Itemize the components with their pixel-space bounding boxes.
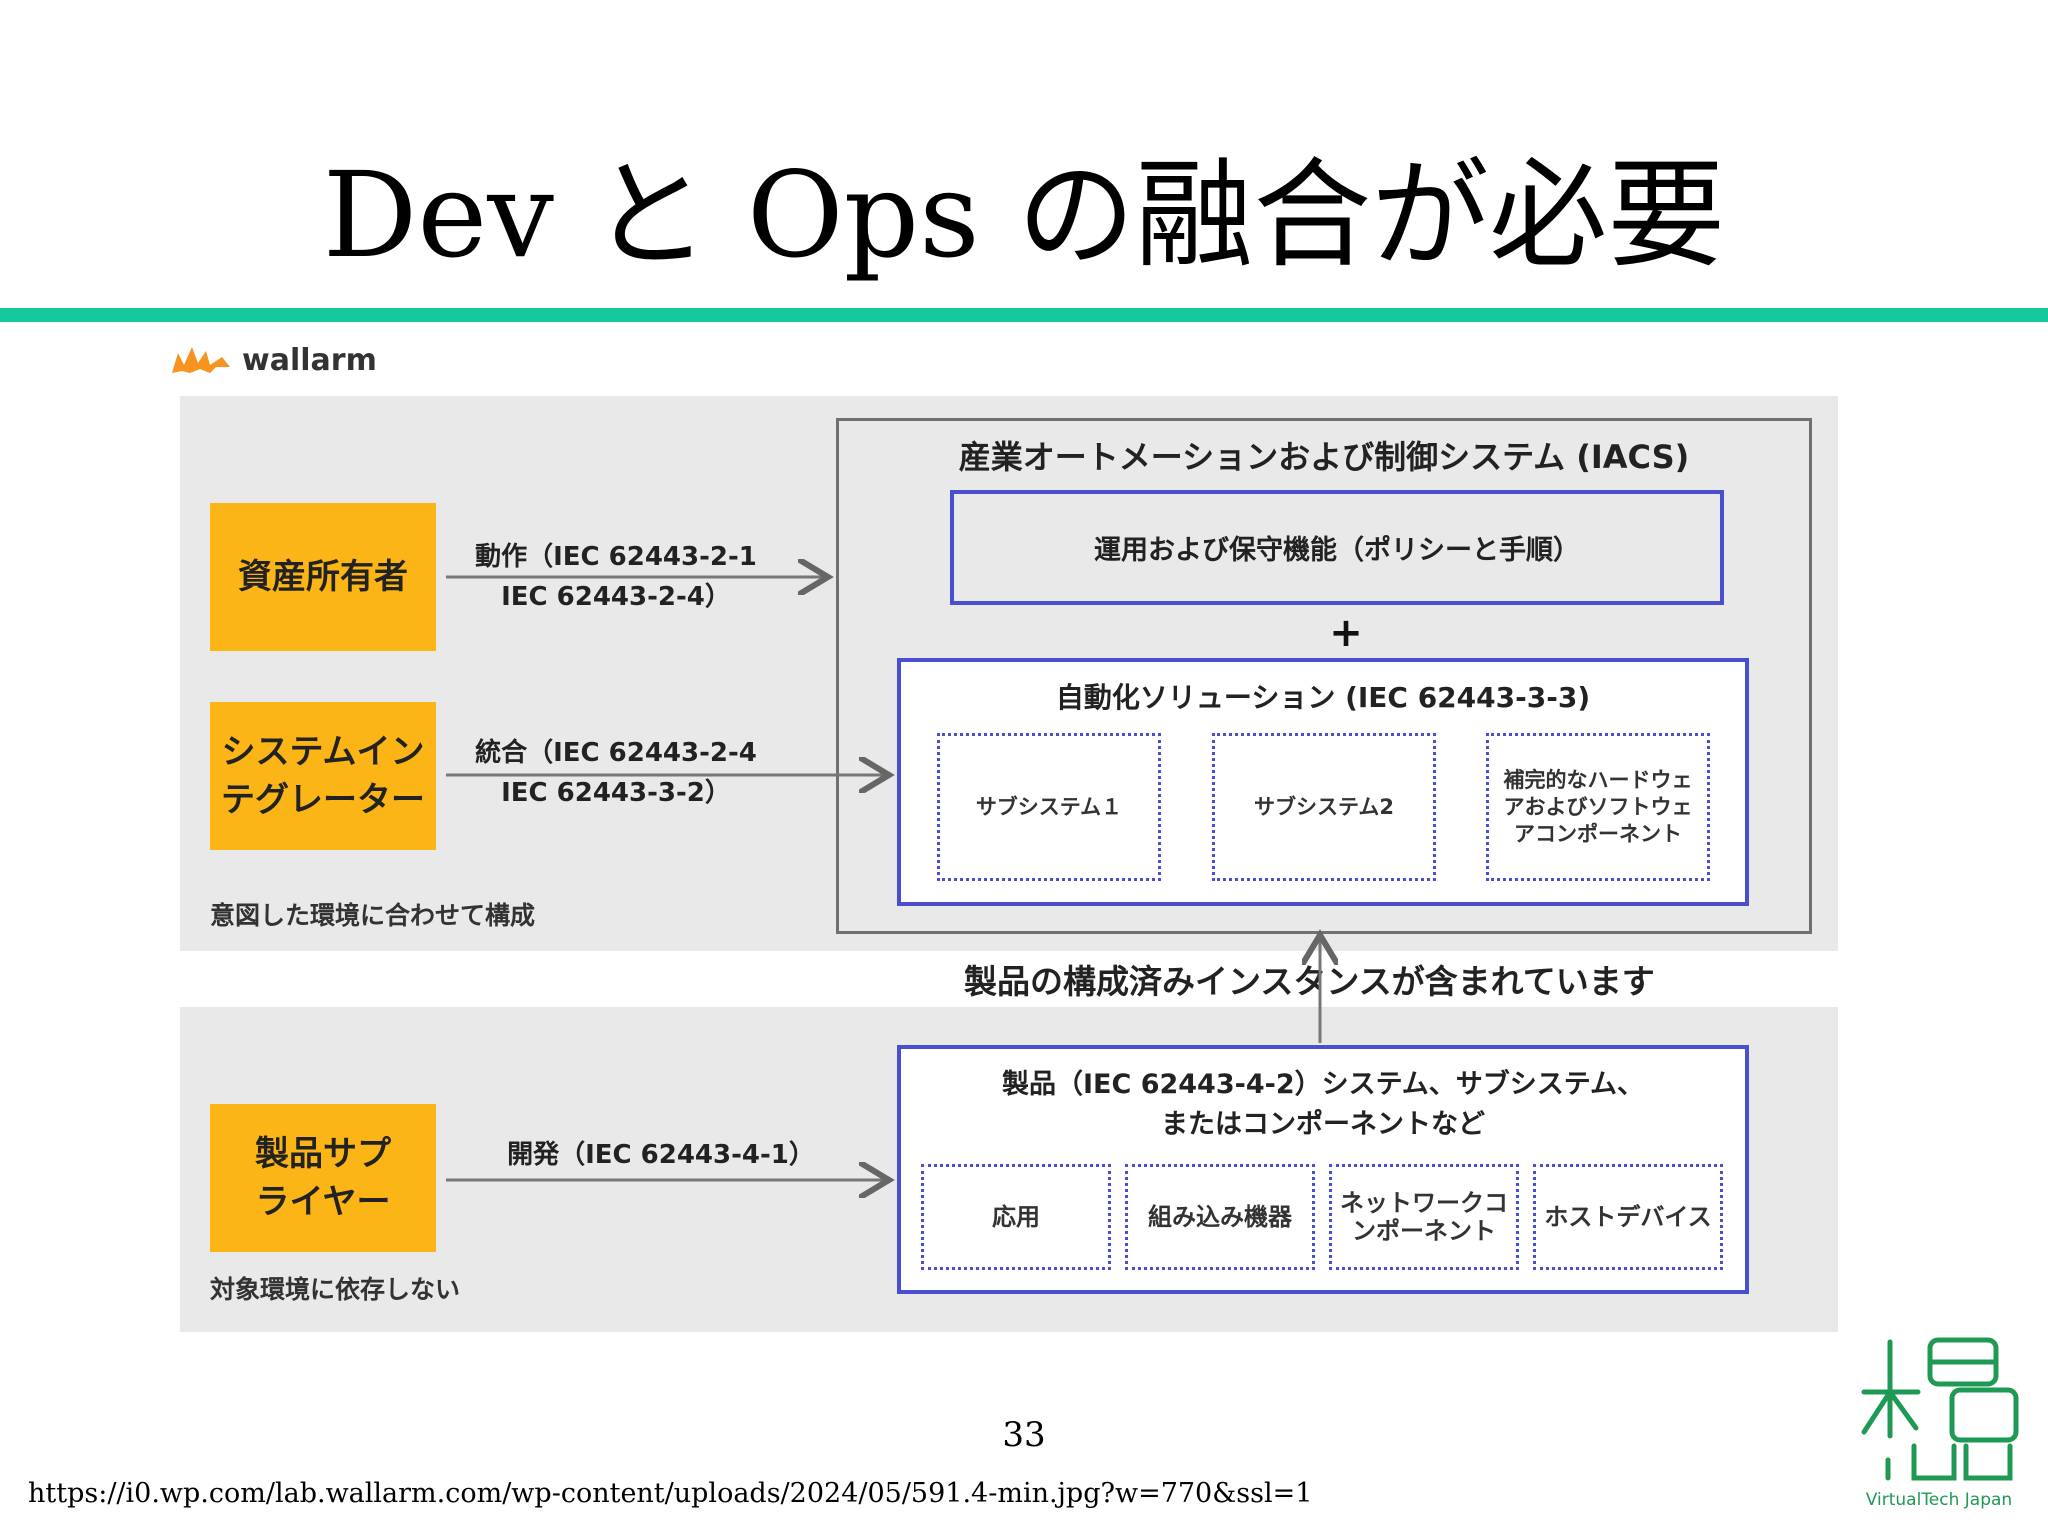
- note-configured-environment: 意図した環境に合わせて構成: [210, 901, 536, 930]
- actor-system-integrator: システムイン テグレーター: [210, 702, 436, 850]
- wallarm-logo: wallarm: [170, 340, 377, 380]
- note-independent-environment: 対象環境に依存しない: [210, 1275, 461, 1304]
- plus-sign: +: [1329, 610, 1363, 656]
- virtualtech-japan-logo-text: VirtualTech Japan: [1865, 1490, 2013, 1510]
- slide-title: Dev と Ops の融合が必要: [322, 146, 1726, 284]
- actor-product-supplier: 製品サプ ライヤー: [210, 1104, 436, 1252]
- actor-asset-owner: 資産所有者: [210, 503, 436, 651]
- flow-label-integration: 統合（IEC 62443-2-4 IEC 62443-3-2）: [475, 738, 757, 808]
- automation-solution-title: 自動化ソリューション (IEC 62443-3-3): [1055, 681, 1591, 714]
- wallarm-logo-text: wallarm: [242, 342, 377, 378]
- page-number: 33: [1002, 1415, 1046, 1455]
- operations-maintenance-label: 運用および保守機能（ポリシーと手順）: [1094, 535, 1580, 566]
- component-network: ネットワークコ ンポーネント: [1329, 1164, 1519, 1270]
- component-application: 応用: [921, 1164, 1111, 1270]
- source-url: https://i0.wp.com/lab.wallarm.com/wp-con…: [28, 1478, 1313, 1509]
- wallarm-logo-icon: [172, 347, 230, 373]
- configured-instance-label: 製品の構成済みインスタンスが含まれています: [964, 962, 1655, 1001]
- iacs-title: 産業オートメーションおよび制御システム (IACS): [958, 438, 1690, 476]
- flow-label-operation: 動作（IEC 62443-2-1 IEC 62443-2-4）: [475, 542, 757, 612]
- flow-label-development: 開発（IEC 62443-4-1）: [507, 1140, 815, 1170]
- subsystem-box-1: サブシステム１: [937, 733, 1161, 881]
- subsystem-box-2: サブシステム2: [1212, 733, 1436, 881]
- component-embedded-device: 組み込み機器: [1125, 1164, 1315, 1270]
- product-title: 製品（IEC 62443-4-2）システム、サブシステム、 またはコンポーネント…: [1001, 1069, 1644, 1140]
- virtualtech-japan-logo-icon: [1861, 1337, 2019, 1481]
- component-host-device: ホストデバイス: [1533, 1164, 1723, 1270]
- complementary-components-box: 補完的なハードウェ アおよびソフトウェ アコンポーネント: [1486, 733, 1710, 881]
- title-divider: [0, 308, 2048, 322]
- operations-maintenance-box: 運用および保守機能（ポリシーと手順）: [950, 490, 1724, 605]
